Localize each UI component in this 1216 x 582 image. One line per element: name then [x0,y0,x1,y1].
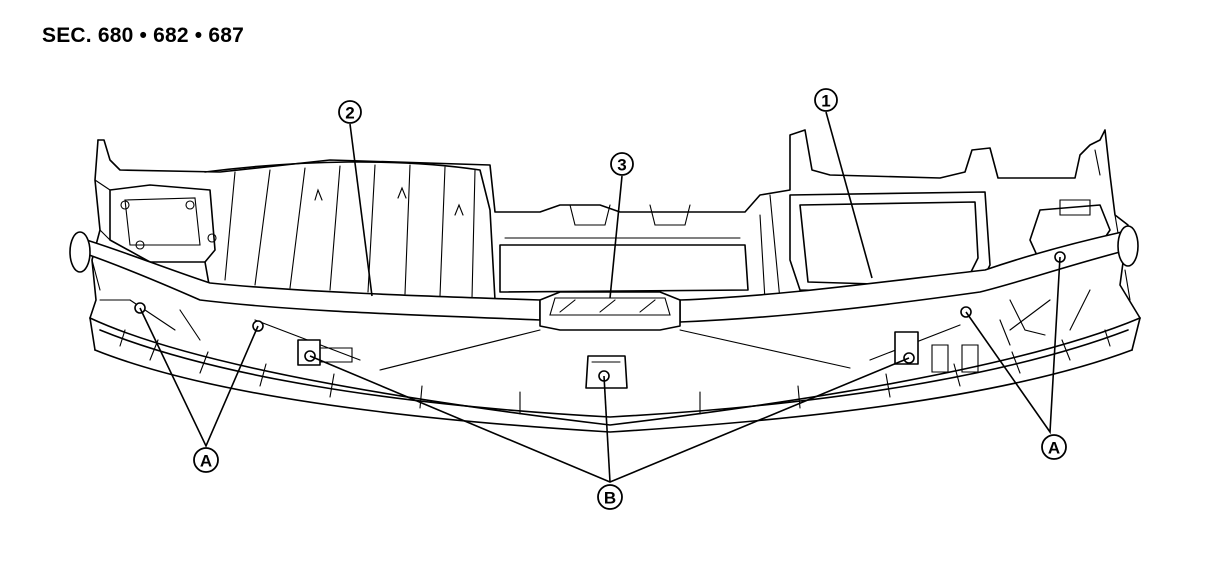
callout-part-3: 3 [610,152,634,176]
panel-lower-shell [89,317,1141,433]
callout-clip-a-left-label: A [200,452,212,471]
callout-clip-b: B [597,484,623,510]
callout-clip-a-right: A [1041,434,1067,460]
section-header: SEC. 680 • 682 • 687 [42,24,245,47]
callout-part-2: 2 [338,100,362,124]
callout-clip-a-left: A [193,447,219,473]
duct-part-2 [204,161,496,301]
callout-clip-a-right-label: A [1048,439,1060,458]
bracket-b-right [894,331,979,373]
callout-part-1-label: 1 [821,92,830,111]
leader-lines [139,111,1061,483]
callout-part-1: 1 [814,88,838,112]
callout-part-3-label: 3 [617,156,626,175]
callout-clip-b-label: B [604,489,616,508]
center-bracket-part-3 [539,291,681,331]
callout-part-2-label: 2 [345,104,354,123]
